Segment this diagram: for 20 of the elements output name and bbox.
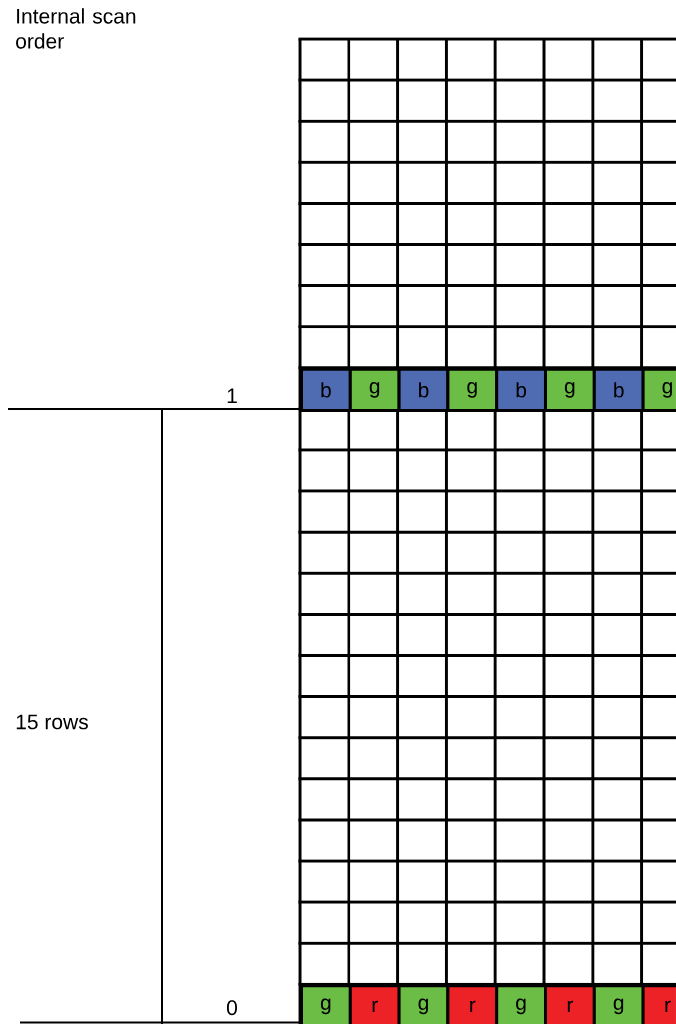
grid-cell: r: [348, 984, 401, 1024]
grid-cell: g: [495, 984, 547, 1024]
grid-cell: g: [348, 367, 401, 412]
grid-cell: r: [544, 984, 596, 1024]
grid-cell: b: [300, 367, 352, 412]
grid-cell: b: [592, 367, 645, 412]
dimension-label: 15 rows: [16, 714, 88, 730]
grid-cell: r: [446, 984, 499, 1024]
grid-cell: g: [446, 367, 499, 412]
axis-label: Internal scan order: [16, 8, 136, 49]
row-number: 1: [227, 388, 237, 403]
grid-cell: b: [397, 367, 450, 412]
grid-cell: g: [544, 367, 596, 412]
grid-cell: r: [641, 984, 676, 1024]
grid-cell: b: [495, 367, 547, 412]
grid-cell: g: [300, 984, 352, 1024]
grid-cell: g: [592, 984, 645, 1024]
grid-cell: g: [641, 367, 676, 412]
grid-cell: g: [397, 984, 450, 1024]
row-number: 0: [226, 1000, 237, 1016]
